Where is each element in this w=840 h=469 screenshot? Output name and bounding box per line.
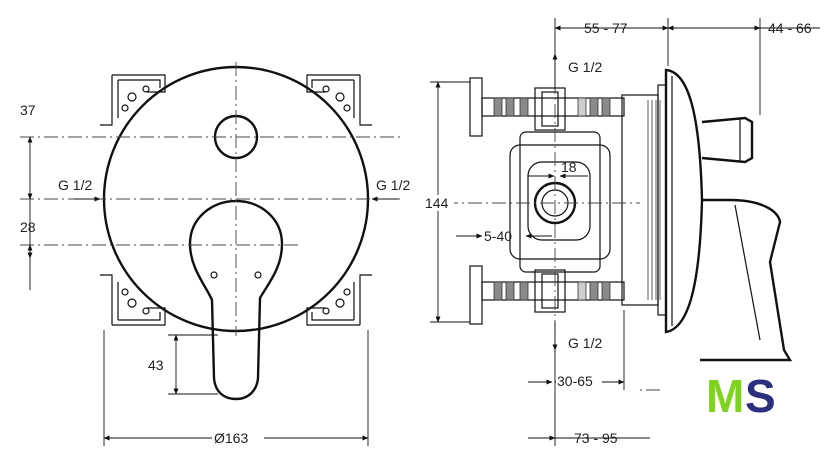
valve-body bbox=[519, 131, 601, 273]
cover-profile bbox=[664, 68, 704, 334]
dim-55-77-label: 55 - 77 bbox=[584, 20, 628, 36]
outlet-top-label: G 1/2 bbox=[568, 59, 602, 75]
dim-144-label: 144 bbox=[425, 195, 449, 211]
inlet-left-label: G 1/2 bbox=[58, 177, 92, 193]
dim-30-65-label: 30-65 bbox=[557, 373, 593, 389]
lever-handle bbox=[188, 199, 284, 401]
lever-side bbox=[700, 198, 793, 362]
inlet-right-label: G 1/2 bbox=[376, 177, 410, 193]
dim-18-label: 18 bbox=[561, 159, 577, 175]
dim-28-label: 28 bbox=[20, 219, 36, 235]
outlet-bottom-label: G 1/2 bbox=[568, 335, 602, 351]
dim-5-40-label: 5-40 bbox=[484, 228, 512, 244]
dim-43-label: 43 bbox=[148, 357, 164, 373]
side-view: G 1/2 G 1/2 55 - 77 44 - 66 144 18 5-40 bbox=[424, 18, 820, 446]
logo-letter-m: M bbox=[706, 370, 744, 422]
mounting-box bbox=[100, 74, 372, 326]
diverter-knob bbox=[701, 116, 754, 164]
top-flange bbox=[469, 77, 483, 137]
dim-73-95-label: 73 - 95 bbox=[574, 430, 618, 446]
bottom-flange bbox=[469, 265, 483, 325]
front-view: 37 28 G 1/2 G 1/2 43 Ø163 bbox=[20, 62, 410, 446]
dim-37-label: 37 bbox=[20, 102, 36, 118]
ms-logo: M S bbox=[706, 370, 776, 422]
dim-diameter-label: Ø163 bbox=[214, 430, 248, 446]
logo-letter-s: S bbox=[745, 370, 776, 422]
dim-44-66-label: 44 - 66 bbox=[768, 20, 812, 36]
